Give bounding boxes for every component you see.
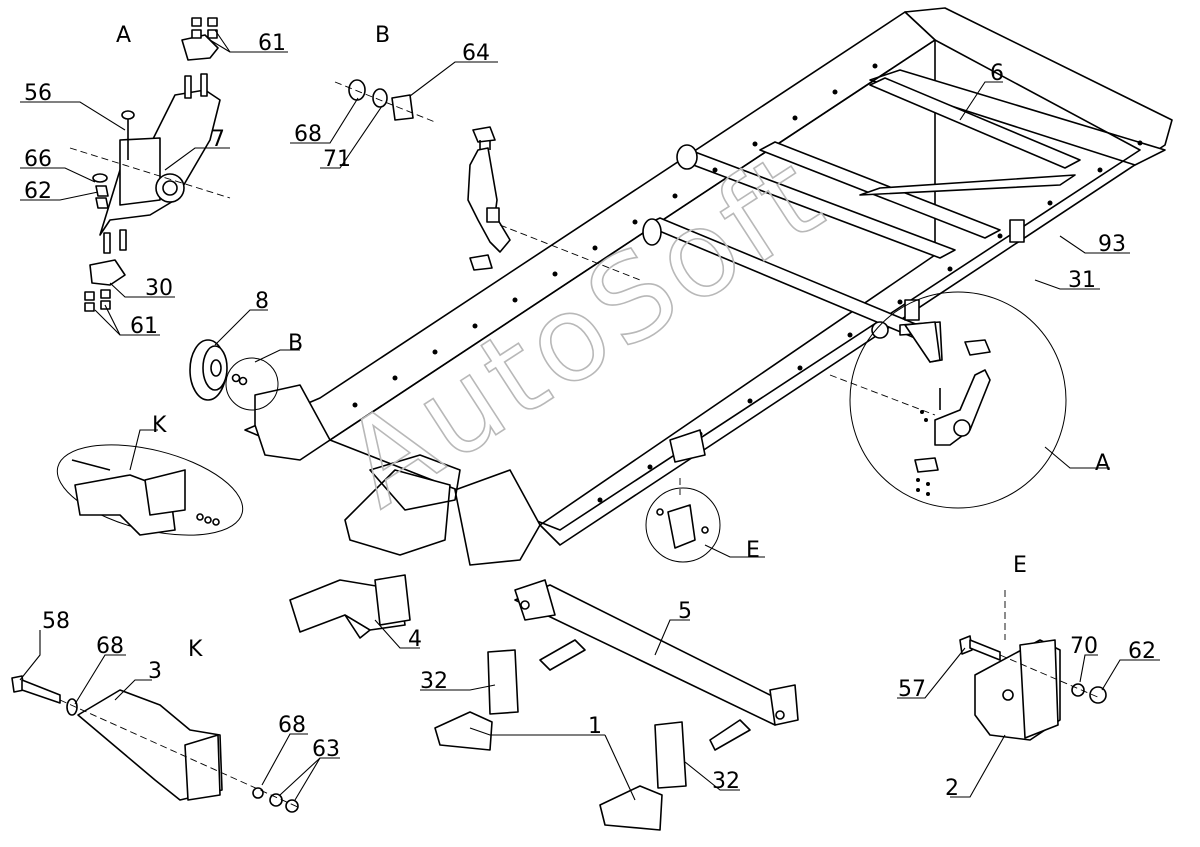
view-letter-k-callout: K	[152, 413, 167, 438]
part-label-5: 5	[678, 599, 692, 624]
detail-view-k	[11, 675, 301, 813]
watermark-text: AutoSoft	[320, 124, 847, 533]
part-label-1: 1	[588, 714, 602, 739]
view-letter-b-callout: B	[288, 331, 303, 356]
part-label-64: 64	[462, 41, 490, 66]
chassis-frame	[244, 7, 1173, 566]
part-label-93: 93	[1098, 232, 1126, 257]
part-label-4: 4	[408, 627, 422, 652]
part-label-32-right: 32	[712, 769, 740, 794]
part-label-68-left: 68	[96, 634, 124, 659]
part-label-62-right: 62	[1128, 639, 1156, 664]
part-label-32-left: 32	[420, 669, 448, 694]
suspension-arm-assembly-a	[69, 17, 231, 312]
detail-view-e	[959, 590, 1107, 741]
part-label-2: 2	[945, 776, 959, 801]
part-label-61-top: 61	[258, 31, 286, 56]
part-label-68-top: 68	[294, 122, 322, 147]
part-label-71: 71	[323, 147, 351, 172]
part-label-7: 7	[211, 127, 225, 152]
part-label-6: 6	[990, 61, 1004, 86]
view-letter-a-callout: A	[1095, 451, 1110, 476]
bracket-callout-e	[645, 478, 721, 563]
bracket-part-4	[289, 574, 411, 639]
part-label-66: 66	[24, 147, 52, 172]
part-label-68-right: 68	[278, 713, 306, 738]
part-label-31: 31	[1068, 268, 1096, 293]
leader-lines	[19, 29, 1160, 801]
part-label-56: 56	[24, 81, 52, 106]
view-letter-e-detail: E	[1013, 553, 1027, 578]
part-label-30: 30	[145, 276, 173, 301]
part-label-70: 70	[1070, 634, 1098, 659]
view-letter-e-callout: E	[746, 538, 760, 563]
view-letters: A B B K A E K E	[116, 23, 1110, 662]
view-letter-k-detail: K	[188, 637, 203, 662]
part-label-62-top: 62	[24, 179, 52, 204]
part-labels: 61 56 7 66 62 30 61 68 71 64 6 93 31 8 5…	[24, 31, 1156, 801]
rail-holes	[352, 63, 1143, 503]
part-label-63: 63	[312, 737, 340, 762]
view-letter-a-top: A	[116, 23, 131, 48]
pad-and-plate-parts	[434, 649, 687, 831]
suspension-callout-a	[829, 291, 1067, 509]
part-label-57: 57	[898, 677, 926, 702]
part-label-61-bottom: 61	[130, 314, 158, 339]
pulley-wheel	[189, 339, 279, 411]
part-label-8: 8	[255, 289, 269, 314]
crossbar-part-5	[514, 579, 799, 751]
part-label-58: 58	[42, 609, 70, 634]
view-letter-b-top: B	[375, 23, 390, 48]
part-label-3: 3	[148, 659, 162, 684]
bracket-callout-k	[56, 444, 244, 536]
